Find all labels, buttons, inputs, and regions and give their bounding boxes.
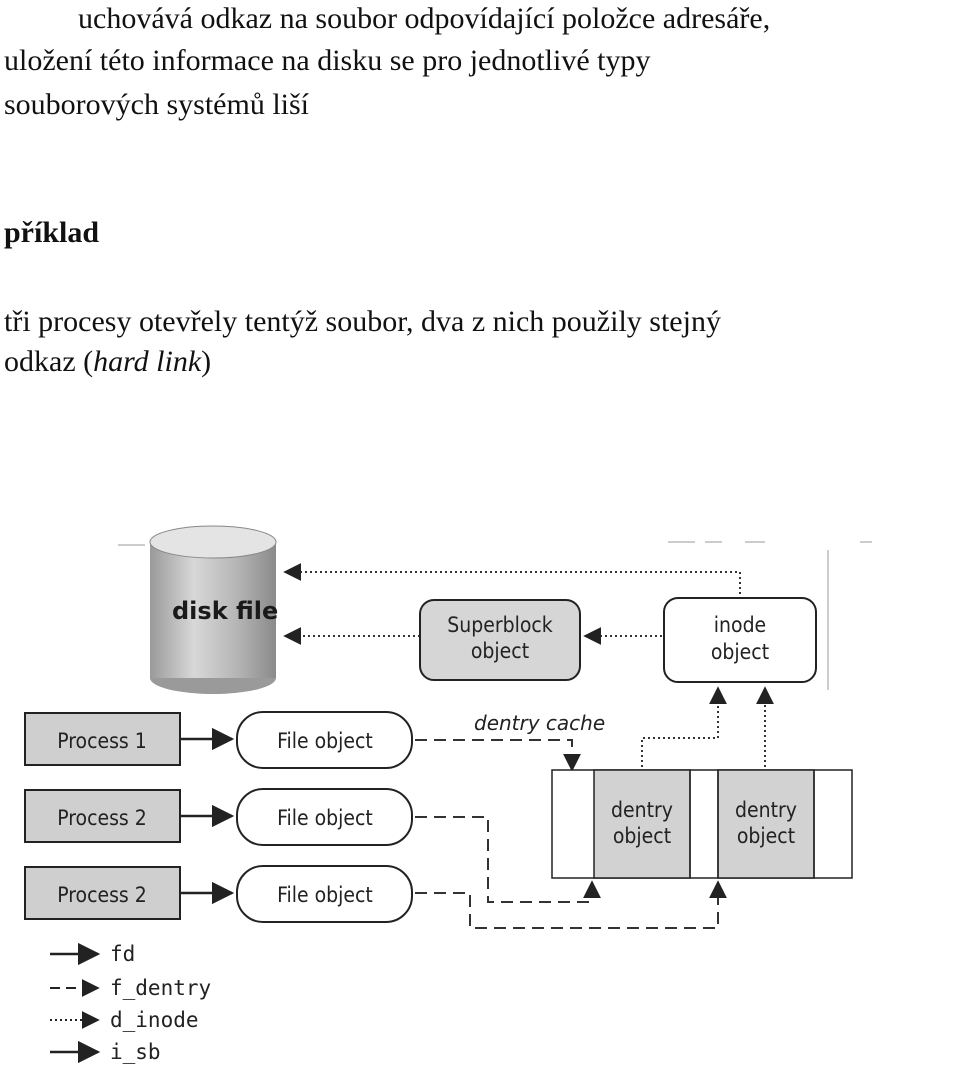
file-object-1: File object (236, 711, 413, 769)
legend-d-inode: d_inode (50, 1008, 199, 1032)
vfs-objects-diagram: disk file Superblock object inode object… (24, 525, 872, 1064)
paragraph-suffix: ) (201, 345, 212, 378)
superblock-label-2: object (471, 639, 529, 663)
text-line-3: souborových systémů liší (4, 88, 309, 121)
disk-file-cylinder: disk file (149, 525, 278, 694)
file-object-1-label: File object (277, 729, 373, 753)
paragraph-line-2: odkaz (hard link) (4, 345, 211, 379)
f-dentry-arrows (415, 739, 727, 929)
process-1: Process 1 (24, 712, 181, 766)
inode-label-1: inode (714, 613, 766, 637)
dentry-object-2-label-1: dentry (735, 798, 797, 822)
fd-arrows (180, 727, 235, 905)
legend-i-sb: i_sb (50, 1040, 161, 1064)
superblock-label-1: Superblock (447, 613, 553, 637)
legend-d-inode-label: d_inode (110, 1008, 199, 1032)
dentry-object-1-label-2: object (613, 824, 671, 848)
isb-arrows (283, 563, 741, 645)
dentry-object-2-label-2: object (737, 824, 795, 848)
text-line-1: uchovává odkaz na soubor odpovídající po… (78, 2, 771, 35)
inode-object: inode object (663, 597, 817, 683)
paragraph-prefix: odkaz ( (4, 345, 94, 378)
disk-file-label: disk file (172, 597, 278, 625)
legend-f-dentry: f_dentry (50, 976, 211, 1000)
legend-i-sb-label: i_sb (110, 1040, 161, 1064)
process-1-label: Process 1 (57, 729, 147, 753)
dentry-object-1-label-1: dentry (611, 798, 673, 822)
paragraph-line-1: tři procesy otevřely tentýž soubor, dva … (4, 305, 721, 338)
file-object-3-label: File object (277, 883, 373, 907)
section-heading: příklad (4, 216, 100, 249)
d-inode-arrows (641, 686, 774, 772)
hard-link-term: hard link (93, 345, 202, 378)
process-2b-label: Process 2 (57, 883, 147, 907)
dentry-object-2: dentry object (735, 798, 797, 848)
dentry-object-1: dentry object (611, 798, 673, 848)
legend-fd-label: fd (110, 942, 135, 966)
process-2b: Process 2 (24, 866, 181, 920)
file-object-2-label: File object (277, 806, 373, 830)
frame-lines (118, 541, 872, 690)
superblock-object: Superblock object (419, 599, 581, 681)
file-object-2: File object (236, 788, 413, 846)
legend-fd: fd (50, 942, 135, 966)
inode-label-2: object (711, 640, 769, 664)
dentry-cache-table (551, 769, 853, 879)
text-line-2: uložení této informace na disku se pro j… (4, 44, 651, 77)
legend: fd f_dentry d_inode i_sb (50, 942, 211, 1064)
dentry-cache-label: dentry cache (474, 711, 605, 735)
file-object-3: File object (236, 865, 413, 923)
process-2a: Process 2 (24, 789, 181, 843)
legend-f-dentry-label: f_dentry (110, 976, 211, 1000)
process-2a-label: Process 2 (57, 806, 147, 830)
